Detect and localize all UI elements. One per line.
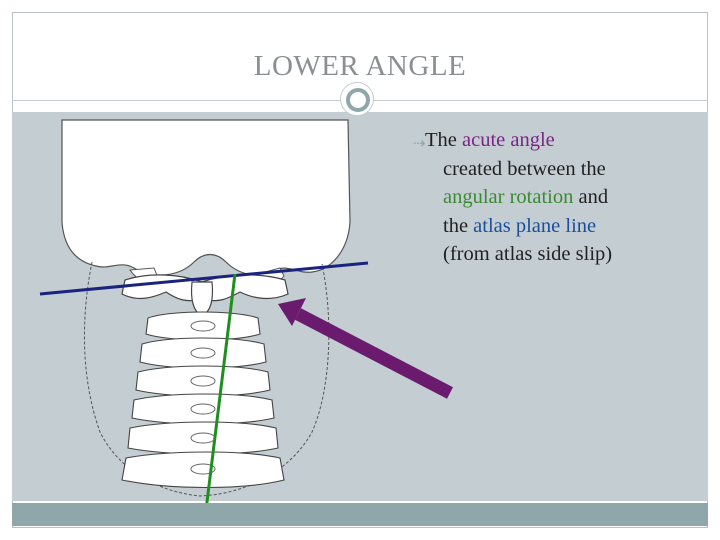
- cervical-spine-diagram: [39, 119, 369, 507]
- vertebra-c5: [135, 365, 271, 397]
- angular-rotation-line: [204, 273, 237, 507]
- line1-prefix: The: [425, 129, 462, 151]
- vertebra-c4: [139, 337, 267, 369]
- bullet-line-5: (from atlas side slip): [443, 243, 613, 265]
- vertebra-c6: [131, 393, 275, 425]
- slide-title: LOWER ANGLE: [253, 50, 467, 82]
- bottom-accent-bar: [12, 503, 708, 526]
- bullet-line-3: angular rotation and: [425, 183, 705, 212]
- arrow-head: [278, 298, 306, 326]
- neck-outline: [83, 261, 330, 497]
- acute-angle-term: acute angle: [462, 129, 555, 151]
- vertebra-body-markers: [190, 320, 216, 475]
- angular-rotation-term: angular rotation: [443, 186, 574, 208]
- bullet-line-2: created between the: [443, 157, 606, 180]
- skull-outline: [61, 119, 351, 276]
- bullet-line-4: the atlas plane line: [425, 212, 705, 241]
- ring-inner: [346, 88, 370, 112]
- atlas-plane-line: [39, 261, 369, 296]
- vertebra-c3: [145, 311, 261, 341]
- bullet-line-1: The acute angle: [425, 126, 705, 155]
- bullet-text-block: ⇢ The acute angle created between the an…: [413, 126, 705, 269]
- ring-circle-icon: [340, 82, 374, 116]
- line3-suffix: and: [573, 186, 609, 208]
- vertebra-c7: [127, 421, 279, 455]
- vertebra-t1: [121, 451, 285, 489]
- atlas-plane-term: atlas plane line: [473, 214, 597, 237]
- arrow-shaft: [295, 308, 453, 399]
- vertebra-stack: [121, 311, 285, 489]
- title-area: LOWER ANGLE: [12, 12, 708, 102]
- arrow-bullet-icon: ⇢: [413, 136, 426, 152]
- line4-prefix: the: [443, 214, 474, 237]
